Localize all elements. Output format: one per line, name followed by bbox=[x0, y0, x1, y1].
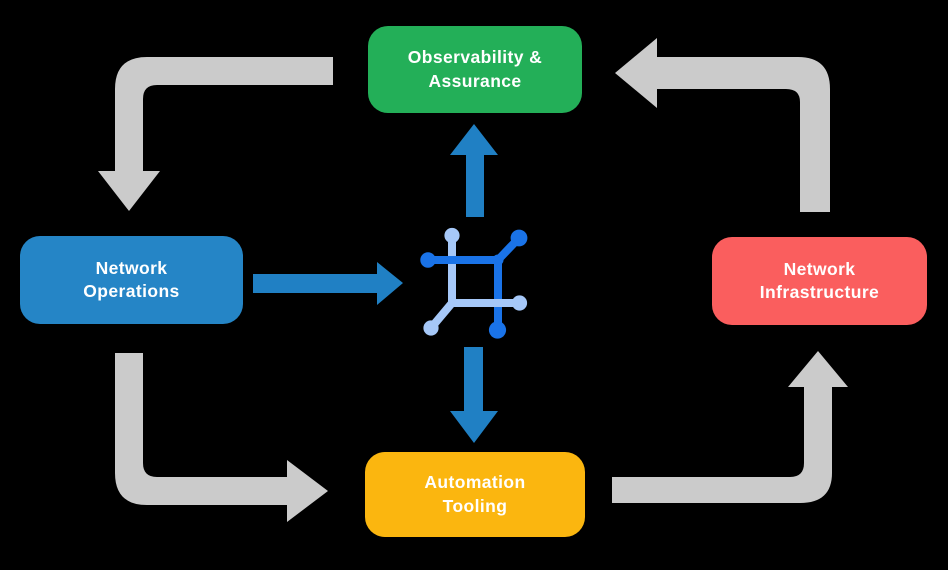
node-network-operations: Network Operations bbox=[20, 236, 243, 324]
node-label-line: Assurance bbox=[428, 70, 522, 91]
node-label-line: Infrastructure bbox=[759, 282, 880, 302]
arrow-operations-to-tooling bbox=[115, 353, 328, 522]
node-label-line: Tooling bbox=[442, 495, 508, 516]
arrow-tooling-to-infrastructure bbox=[612, 351, 848, 503]
node-label-line: Observability & bbox=[407, 47, 543, 68]
network-icon-light-front-nodes bbox=[423, 295, 528, 336]
network-icon-light-front-lines bbox=[427, 299, 523, 332]
network-icon-light-back-nodes bbox=[444, 227, 460, 244]
network-icon-dark-nodes bbox=[420, 229, 528, 339]
node-label-line: Network bbox=[783, 258, 856, 279]
arrow-center-to-observability bbox=[450, 124, 498, 217]
node-network-infrastructure: Network Infrastructure bbox=[712, 237, 927, 325]
node-observability-assurance: Observability & Assurance bbox=[368, 26, 582, 113]
node-automation-tooling: Automation Tooling bbox=[365, 452, 585, 537]
arrow-operations-to-center bbox=[253, 262, 403, 305]
node-label-line: Network bbox=[95, 257, 168, 278]
arrow-center-to-tooling bbox=[450, 347, 498, 443]
arrow-observability-to-operations bbox=[98, 57, 333, 211]
arrow-infrastructure-to-observability bbox=[615, 38, 830, 212]
network-mesh-icon bbox=[420, 227, 528, 339]
node-label-line: Automation bbox=[424, 472, 526, 493]
node-label-line: Operations bbox=[83, 281, 180, 301]
